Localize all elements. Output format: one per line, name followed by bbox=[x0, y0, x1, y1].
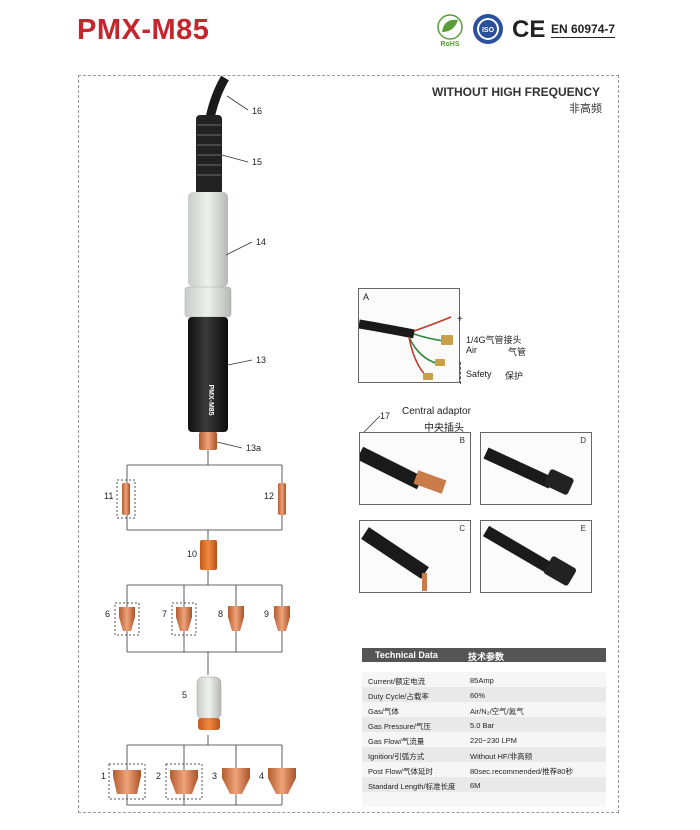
rohs-text: RoHS bbox=[440, 41, 459, 48]
tip-8 bbox=[228, 606, 244, 631]
part-number-13: 13 bbox=[256, 355, 267, 365]
shield-3 bbox=[222, 768, 250, 794]
part-number-1: 1 bbox=[101, 771, 107, 781]
part-number-6: 6 bbox=[105, 609, 111, 619]
adaptor-photo-c: C bbox=[359, 520, 471, 593]
air-label-zh: 气管 bbox=[508, 347, 527, 357]
part-number-15: 15 bbox=[252, 157, 263, 167]
part-number-2: 2 bbox=[156, 771, 162, 781]
adaptor-label-en: Central adaptor bbox=[402, 406, 471, 417]
electrode-12 bbox=[278, 483, 286, 515]
torch-body bbox=[188, 317, 228, 432]
rohs-iso-logos: RoHS ISO bbox=[437, 14, 503, 48]
iso-badge-icon bbox=[473, 14, 503, 44]
part-number-14: 14 bbox=[256, 237, 267, 247]
shield-1 bbox=[113, 770, 141, 794]
tip-9 bbox=[274, 606, 290, 631]
tip-6 bbox=[119, 607, 135, 631]
shield-2 bbox=[170, 770, 198, 794]
adaptor-photo-b: B bbox=[359, 432, 471, 505]
part-number-17: 17 bbox=[380, 411, 391, 421]
photo-c-letter: C bbox=[459, 524, 465, 533]
photo-d-letter: D bbox=[580, 436, 586, 445]
retaining-cap-5 bbox=[196, 676, 222, 720]
part-number-13a: 13a bbox=[246, 443, 262, 453]
trigger-ring bbox=[184, 286, 232, 318]
adaptor-label-zh: 中央插头 bbox=[424, 423, 464, 434]
rohs-leaf-icon bbox=[437, 14, 463, 40]
plus-sign: + bbox=[457, 314, 463, 325]
standard-label: EN 60974-7 bbox=[551, 22, 616, 38]
tech-row bbox=[362, 792, 606, 807]
electrode-11-box bbox=[116, 479, 136, 519]
tech-header-zh: 技术参数 bbox=[468, 652, 505, 662]
photo-e-letter: E bbox=[580, 524, 586, 533]
adaptor-photo-e: E bbox=[480, 520, 592, 593]
part-number-16: 16 bbox=[252, 106, 263, 116]
shield-4 bbox=[268, 768, 296, 794]
adaptor-photo-d: D bbox=[480, 432, 592, 505]
technical-data-header: Technical Data 技术参数 bbox=[362, 648, 606, 662]
subtitle-english: WITHOUT HIGH FREQUENCY bbox=[432, 85, 600, 99]
gas-fitting-label: 1/4G气管接头 bbox=[466, 335, 522, 345]
certification-logos: RoHS ISO CE EN 60974-7 bbox=[436, 12, 626, 48]
tip-7-box bbox=[171, 602, 197, 636]
subtitle-chinese: 非高频 bbox=[569, 103, 602, 115]
shield-2-box bbox=[165, 763, 203, 800]
iso-text: ISO bbox=[482, 27, 495, 34]
cable-wires-illustration bbox=[359, 316, 453, 380]
strain-relief bbox=[196, 115, 222, 195]
safety-label-zh: 保护 bbox=[505, 371, 524, 381]
tech-header-en: Technical Data bbox=[375, 650, 438, 660]
part-number-8: 8 bbox=[218, 609, 224, 619]
shield-1-box bbox=[108, 763, 146, 800]
cable-a-letter: A bbox=[363, 292, 370, 302]
photo-b-letter: B bbox=[459, 436, 465, 445]
part-number-5: 5 bbox=[182, 690, 188, 700]
safety-label-en: Safety bbox=[466, 369, 492, 379]
cable-a-photo: A bbox=[358, 288, 460, 383]
tip-6-box bbox=[114, 602, 140, 636]
ce-mark: CE bbox=[512, 16, 546, 43]
part-number-7: 7 bbox=[162, 609, 168, 619]
part-number-12: 12 bbox=[264, 491, 275, 501]
air-label-en: Air bbox=[466, 345, 477, 355]
connector-lines bbox=[126, 450, 283, 806]
retaining-cap-5-base bbox=[198, 718, 220, 730]
part-number-3: 3 bbox=[212, 771, 218, 781]
electrode-11 bbox=[122, 483, 130, 515]
handle-grip bbox=[188, 192, 228, 287]
product-title: PMX-M85 bbox=[77, 14, 210, 46]
part-number-10: 10 bbox=[187, 549, 198, 559]
torch-head-thread bbox=[199, 432, 217, 450]
torch-brand-text: PMX-M85 bbox=[207, 384, 214, 415]
part-number-9: 9 bbox=[264, 609, 270, 619]
diagram-frame bbox=[78, 75, 619, 813]
swirl-ring-10 bbox=[200, 540, 217, 570]
cable bbox=[205, 75, 229, 119]
tip-7 bbox=[176, 607, 192, 631]
part-number-4: 4 bbox=[259, 771, 265, 781]
part-number-11: 11 bbox=[104, 491, 114, 501]
